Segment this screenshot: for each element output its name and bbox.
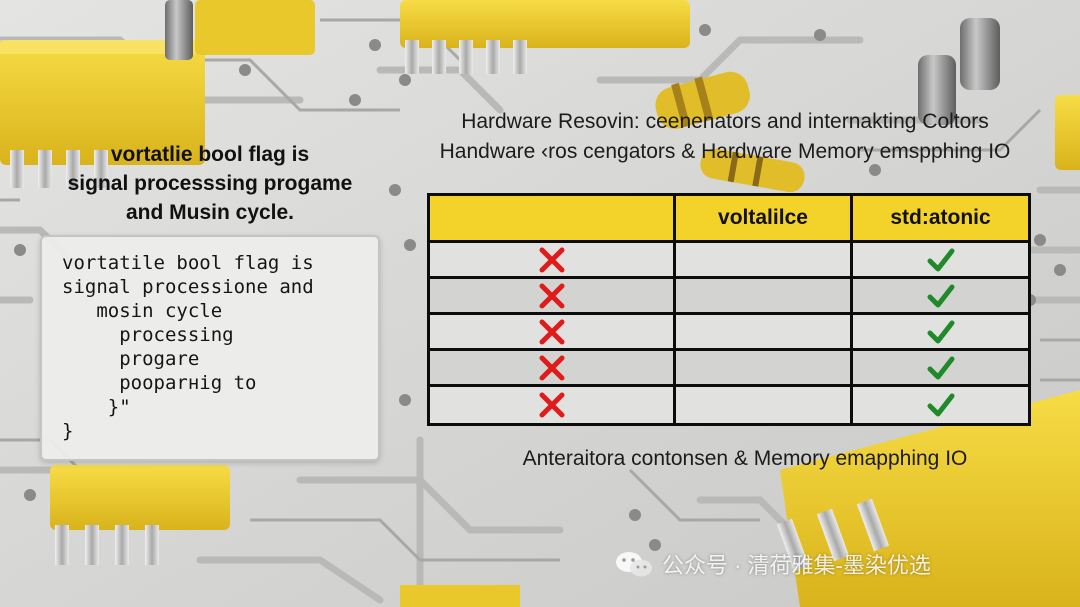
table-row	[430, 243, 1028, 276]
table-cell	[676, 279, 850, 312]
check-icon	[927, 248, 954, 271]
code-line: mosin cycle	[62, 300, 223, 322]
table-cell	[676, 243, 850, 276]
table-cell	[853, 387, 1028, 423]
code-line: processing	[62, 324, 234, 346]
code-panel: vortatile bool flag is signal procession…	[40, 235, 380, 461]
code-line: pooparнig to	[62, 372, 257, 394]
table-cell	[676, 387, 850, 423]
table-cell	[853, 279, 1028, 312]
check-icon	[927, 320, 954, 343]
left-title-line-2: signal processsing progame	[67, 172, 353, 195]
code-line: }"	[62, 396, 131, 418]
table-cell	[430, 243, 673, 276]
cross-icon	[539, 283, 564, 308]
watermark: 公众号 · 清荷雅集-墨染优选	[614, 548, 931, 580]
table-row	[430, 351, 1028, 384]
code-line: progare	[62, 348, 200, 370]
watermark-text: 公众号 · 清荷雅集-墨染优选	[662, 553, 931, 578]
cross-icon	[539, 247, 564, 272]
cross-icon	[539, 392, 564, 418]
header-cell-volatile: voltalilce	[676, 196, 850, 240]
left-title-line-1: vortatlie bool flag is	[110, 143, 310, 166]
code-line: }	[62, 420, 74, 442]
code-line: vortatile bool flag is	[62, 252, 314, 274]
table-row	[430, 387, 1028, 423]
table-caption: Anteraitora contonsen & Memory emapphing…	[522, 447, 968, 470]
cross-icon	[539, 319, 564, 344]
table-cell	[430, 351, 673, 384]
table-cell	[676, 351, 850, 384]
header-cell-std-atomic: std:atonic	[853, 196, 1028, 240]
check-icon	[927, 356, 954, 379]
table-cell	[430, 315, 673, 348]
check-icon	[927, 284, 954, 307]
table-cell	[430, 279, 673, 312]
table-header-row: voltalilce std:atonic	[430, 196, 1028, 240]
check-icon	[927, 393, 954, 417]
table-cell	[853, 243, 1028, 276]
left-title-line-3: and Musin cycle.	[125, 201, 295, 224]
left-title: vortatlie bool flag is signal processsin…	[30, 140, 390, 227]
table-cell	[430, 387, 673, 423]
heading-line-1: Hardware Resovin: ceenenators and intern…	[461, 110, 989, 133]
heading-line-2: Handware ‹ros cengators & Hardware Memor…	[439, 140, 1011, 163]
wechat-icon	[616, 552, 652, 577]
code-line: signal processione and	[62, 276, 314, 298]
cross-icon	[539, 355, 564, 380]
header-cell-empty	[430, 196, 673, 240]
table-cell	[853, 315, 1028, 348]
table-row	[430, 315, 1028, 348]
table-row	[430, 279, 1028, 312]
table-cell	[853, 351, 1028, 384]
comparison-table: voltalilce std:atonic	[427, 193, 1031, 426]
table-cell	[676, 315, 850, 348]
